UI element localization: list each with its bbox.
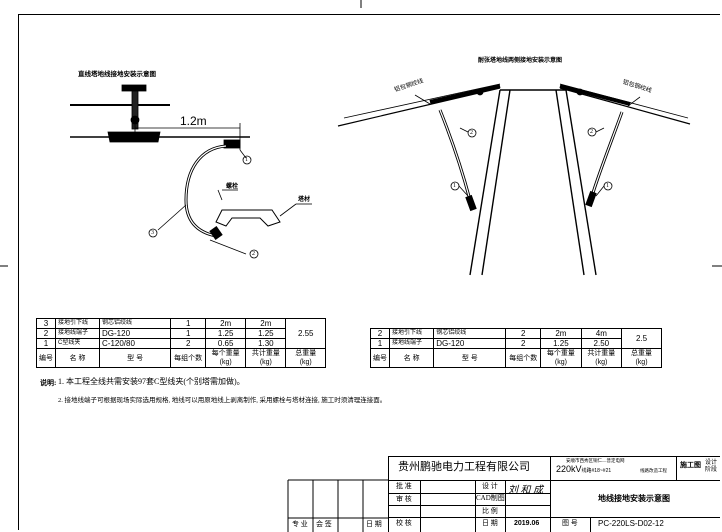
callout-1-right: 1 [606, 183, 609, 189]
bolt-label: 螺栓 [226, 184, 239, 190]
tb-line [505, 480, 506, 532]
bottom-sign-label: 会 签 [316, 520, 332, 528]
table-row: 1 接地线端子 DG-120 2 1.25 2.50 [370, 338, 662, 349]
date-value: 2019.06 [514, 520, 540, 527]
bottom-profession-label: 专 业 [292, 520, 308, 528]
callout-2-left: 2 [470, 130, 473, 136]
straight-tower-diagram [70, 84, 312, 259]
tb-line [388, 505, 550, 506]
callout-2: 2 [252, 251, 255, 257]
tb-line [550, 456, 551, 532]
tb-line [420, 480, 421, 532]
bottom-date-label: 日 期 [366, 520, 382, 528]
table-row: 3 接地引下线 钢芯铝绞线 1 2m 2m 2.55 [36, 318, 326, 349]
drawing-frame [18, 14, 720, 530]
left-bom-table: 3 接地引下线 钢芯铝绞线 1 2m 2m 2.55 2 接地线端子 DG-12… [36, 318, 326, 368]
project-line-3: 线路改造工程 [640, 468, 667, 473]
tower-member-label: 塔材 [298, 197, 311, 203]
tb-line [475, 480, 476, 532]
discipline-label: 设计 阶段 [705, 460, 718, 473]
table-header: 编号 名 称 型 号 每组个数 每个重量(kg) 共计重量(kg) 总重量(kg… [36, 348, 326, 368]
tb-line [676, 456, 677, 480]
right-bom-total: 2.5 [621, 328, 662, 349]
dimension-label: 1.2m [180, 114, 207, 128]
callout-2-right: 2 [590, 129, 593, 135]
check-label: 校 核 [396, 519, 412, 527]
notes-line-1: 1. 本工程全线共需安装97套C型线夹(个别塔需加做)。 [58, 377, 245, 386]
title-block-lines [287, 479, 388, 532]
callout-3: 3 [151, 230, 154, 236]
designer-signature: 刘 和 成 [508, 485, 543, 496]
tb-line [388, 493, 550, 494]
design-label: 设 计 [482, 482, 498, 490]
callout-1: 1 [245, 157, 248, 163]
table-row: 1 C型线夹 C-120/80 2 0.65 1.30 [36, 338, 326, 349]
date-label: 日 期 [482, 519, 498, 527]
project-line-1: 安顺市西秀区铜仁—普定电网 [566, 458, 625, 463]
notes-label: 说明: [40, 379, 57, 387]
tension-tower-title: 耐张塔地线两侧接地安装示意图 [478, 58, 563, 64]
tb-line [388, 480, 720, 481]
title-block [388, 456, 720, 532]
tb-line [388, 517, 720, 518]
cad-label: CAD制图 [476, 494, 505, 502]
table-row: 2 接地引下线 钢芯铝绞线 2 2m 4m 2.5 [370, 328, 662, 349]
review-label: 审 核 [396, 495, 412, 503]
straight-tower-title: 直线塔地线接地安装示意图 [78, 71, 156, 78]
notes-line-2: 2. 接地线端子可根据现场实际选用规格, 地线可以用原地线上剥离制作, 采用螺栓… [58, 397, 387, 404]
table-row: 2 接地线端子 DG-120 1 1.25 1.25 [36, 328, 326, 339]
right-bom-table: 2 接地引下线 钢芯铝绞线 2 2m 4m 2.5 1 接地线端子 DG-120… [370, 328, 662, 368]
table-header: 编号 名 称 型 号 每组个数 每个重量(kg) 共计重量(kg) 总重量(kg… [370, 348, 662, 368]
left-bom-total: 2.55 [285, 318, 326, 349]
drawing-name: 地线接地安装示意图 [598, 494, 670, 503]
tb-line [590, 517, 591, 532]
drawing-no-label: 图 号 [562, 519, 578, 527]
company-name: 贵州鹏驰电力工程有限公司 [398, 461, 530, 473]
approve-label: 批 准 [396, 482, 412, 490]
stage-label: 施工图 [680, 461, 701, 469]
project-line-2: 220kV线路#18~#21 [556, 464, 612, 474]
callout-1-left: 1 [453, 183, 456, 189]
tension-tower-diagram [337, 83, 691, 276]
scale-label: 比 例 [482, 507, 498, 515]
drawing-no: PC-220LS-D02-12 [598, 519, 664, 528]
